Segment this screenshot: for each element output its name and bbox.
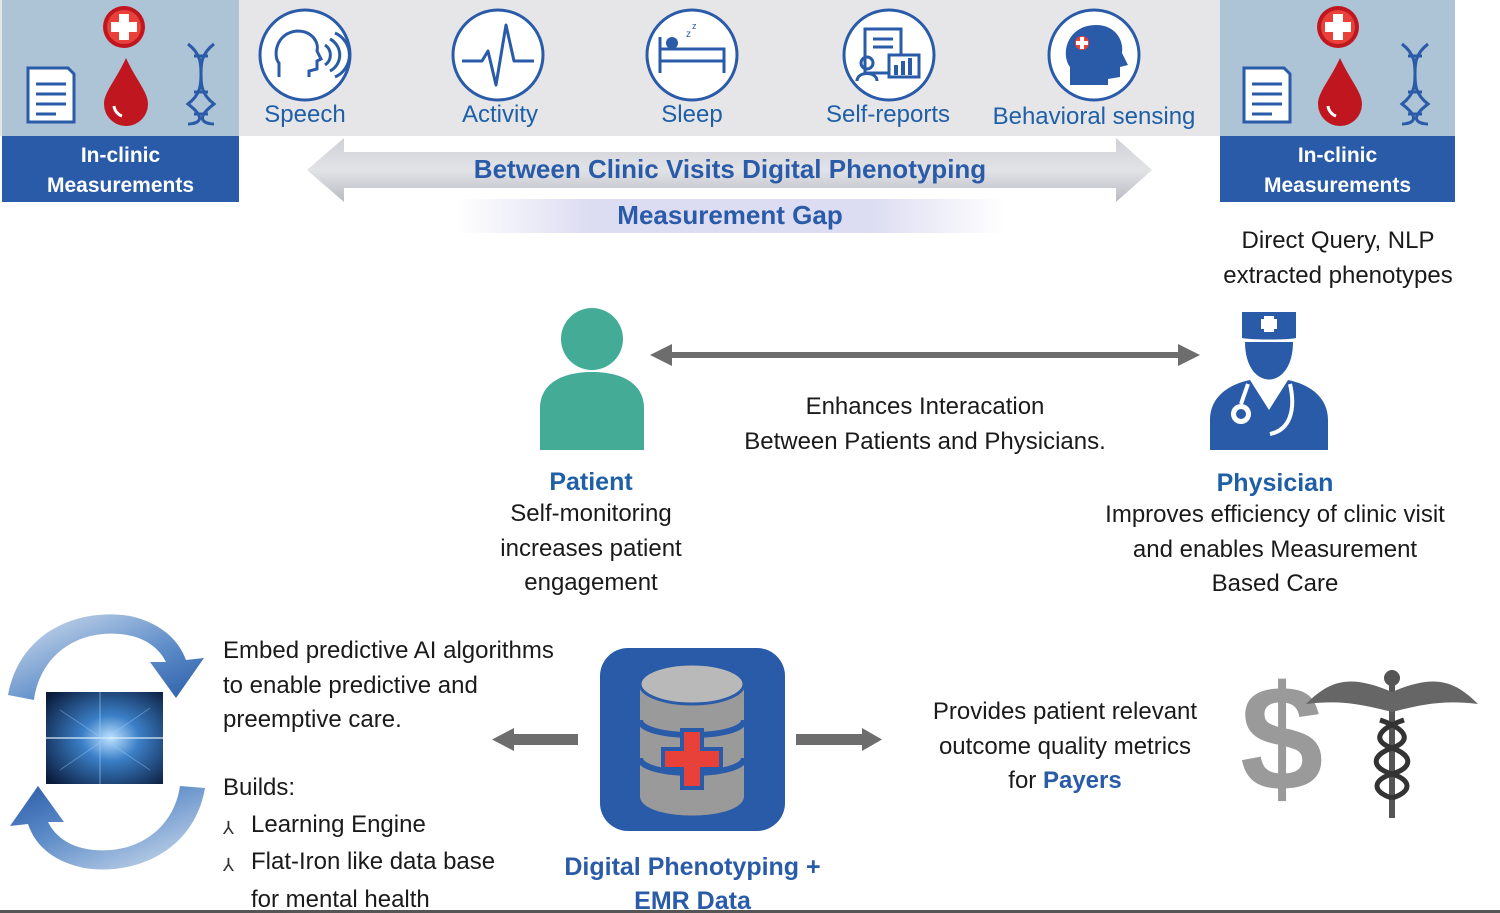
measurement-gap-band [455, 199, 1005, 233]
learning-cycle-arrows [8, 614, 205, 870]
bottom-graphics: $ [8, 614, 1478, 870]
svg-text:z: z [686, 29, 691, 40]
in-clinic-left-line1: In-clinic [80, 144, 161, 167]
left-arrow-to-ai [492, 728, 578, 751]
speech-icon [258, 8, 352, 102]
payers-line1: Provides patient relevant [932, 698, 1198, 725]
between-visits-title: Between Clinic Visits Digital Phenotypin… [473, 154, 987, 184]
in-clinic-left-label: In-clinic Measurements [2, 136, 239, 202]
bullet-spacer [223, 883, 251, 886]
patient-line3: engagement [524, 569, 658, 596]
builds-bullet-1: ⅄ Learning Engine [223, 808, 543, 846]
payers-line3: for Payers [895, 764, 1235, 799]
bullet-text-3: for mental health [251, 885, 430, 913]
physician-line2: and enables Measurement [1132, 535, 1418, 563]
payers-word: Payers [1042, 767, 1122, 794]
sleep-icon: z z [645, 8, 739, 102]
speech-label: Speech [264, 101, 346, 128]
measurement-gap-label: Measurement Gap [617, 200, 843, 230]
in-clinic-left-icons [26, 6, 217, 126]
payers-description: Provides patient relevant outcome qualit… [895, 695, 1235, 799]
emr-caption: Digital Phenotyping + EMR Data [540, 850, 845, 913]
physician-line3: Based Care [1211, 570, 1339, 597]
builds-block: Builds: ⅄ Learning Engine ⅄ Flat-Iron li… [223, 771, 543, 913]
modality-icons: z z [258, 8, 1141, 102]
physician-description: Improves efficiency of clinic visit and … [1075, 498, 1475, 602]
physician-query-line1: Direct Query, NLP [1241, 227, 1435, 254]
patient-icon [540, 308, 644, 450]
physician-title: Physician [1216, 469, 1334, 497]
blood-drop-icon [104, 58, 148, 126]
interaction-line1: Enhances Interacation [805, 393, 1045, 420]
builds-label: Builds: [223, 774, 296, 801]
svg-text:z: z [692, 21, 697, 31]
in-clinic-right-line2: Measurements [1263, 174, 1412, 197]
document-icon [26, 66, 76, 124]
in-clinic-left-panel [2, 0, 239, 136]
behavioral-sensing-label: Behavioral sensing [992, 103, 1196, 130]
physician-query-text: Direct Query, NLP extracted phenotypes [1188, 224, 1488, 293]
bullet-icon: ⅄ [223, 817, 234, 838]
activity-icon [451, 8, 545, 102]
database-icon [600, 648, 785, 831]
interaction-line2: Between Patients and Physicians. [744, 427, 1106, 455]
medical-cross-icon [103, 6, 145, 48]
builds-bullet-2: ⅄ Flat-Iron like data base [223, 845, 543, 883]
document-icon [1242, 66, 1292, 124]
physician-query-line2: extracted phenotypes [1223, 261, 1453, 289]
ai-description: Embed predictive AI algorithms to enable… [223, 634, 603, 738]
between-visits-arrow [307, 138, 1152, 233]
ai-line3: preemptive care. [223, 706, 402, 733]
ai-matrix-image [46, 692, 163, 784]
patient-description: Self-monitoring increases patient engage… [451, 497, 731, 601]
medical-cross-icon [1317, 6, 1359, 48]
emr-line1: Digital Phenotyping + [564, 853, 821, 881]
bullet-icon: ⅄ [223, 855, 234, 875]
blood-drop-icon [1318, 58, 1362, 126]
patient-title: Patient [549, 468, 633, 496]
ai-line1: Embed predictive AI algorithms [223, 637, 554, 664]
in-clinic-right-line1: In-clinic [1297, 144, 1378, 167]
physician-icon [1210, 312, 1328, 450]
in-clinic-right-label: In-clinic Measurements [1220, 136, 1455, 202]
self-reports-label: Self-reports [825, 101, 951, 128]
behavioral-sensing-icon [1047, 8, 1141, 102]
svg-text:$: $ [1240, 654, 1323, 822]
emr-line2: EMR Data [634, 887, 751, 913]
payers-line2: outcome quality metrics [938, 732, 1192, 760]
interaction-text: Enhances Interacation Between Patients a… [700, 390, 1150, 459]
dna-icon [185, 42, 217, 126]
sleep-label: Sleep [661, 101, 723, 128]
dna-icon [1399, 42, 1431, 126]
dollar-caduceus-icon: $ [1240, 654, 1478, 822]
self-reports-icon [842, 8, 936, 102]
bottom-border [0, 910, 1500, 913]
in-clinic-right-panel [1220, 0, 1455, 136]
patient-line1: Self-monitoring [510, 500, 672, 527]
payers-for-word: for [1008, 767, 1043, 794]
patient-line2: increases patient [500, 534, 682, 562]
interaction-double-arrow [650, 344, 1200, 366]
bullet-text-2: Flat-Iron like data base [251, 848, 496, 875]
in-clinic-right-icons [1242, 6, 1431, 126]
physician-line1: Improves efficiency of clinic visit [1105, 501, 1445, 528]
bullet-text-1: Learning Engine [251, 810, 426, 838]
builds-bullet-3-continuation: for mental health [223, 883, 543, 913]
in-clinic-left-line2: Measurements [46, 174, 195, 197]
patient-block: Patient Self-monitoring increases patien… [451, 468, 731, 601]
ai-line2: to enable predictive and [223, 671, 478, 699]
patient-physician-graphics [540, 308, 1328, 450]
right-arrow-to-payers [796, 728, 882, 751]
activity-label: Activity [461, 101, 538, 128]
physician-block: Physician Improves efficiency of clinic … [1075, 469, 1475, 602]
